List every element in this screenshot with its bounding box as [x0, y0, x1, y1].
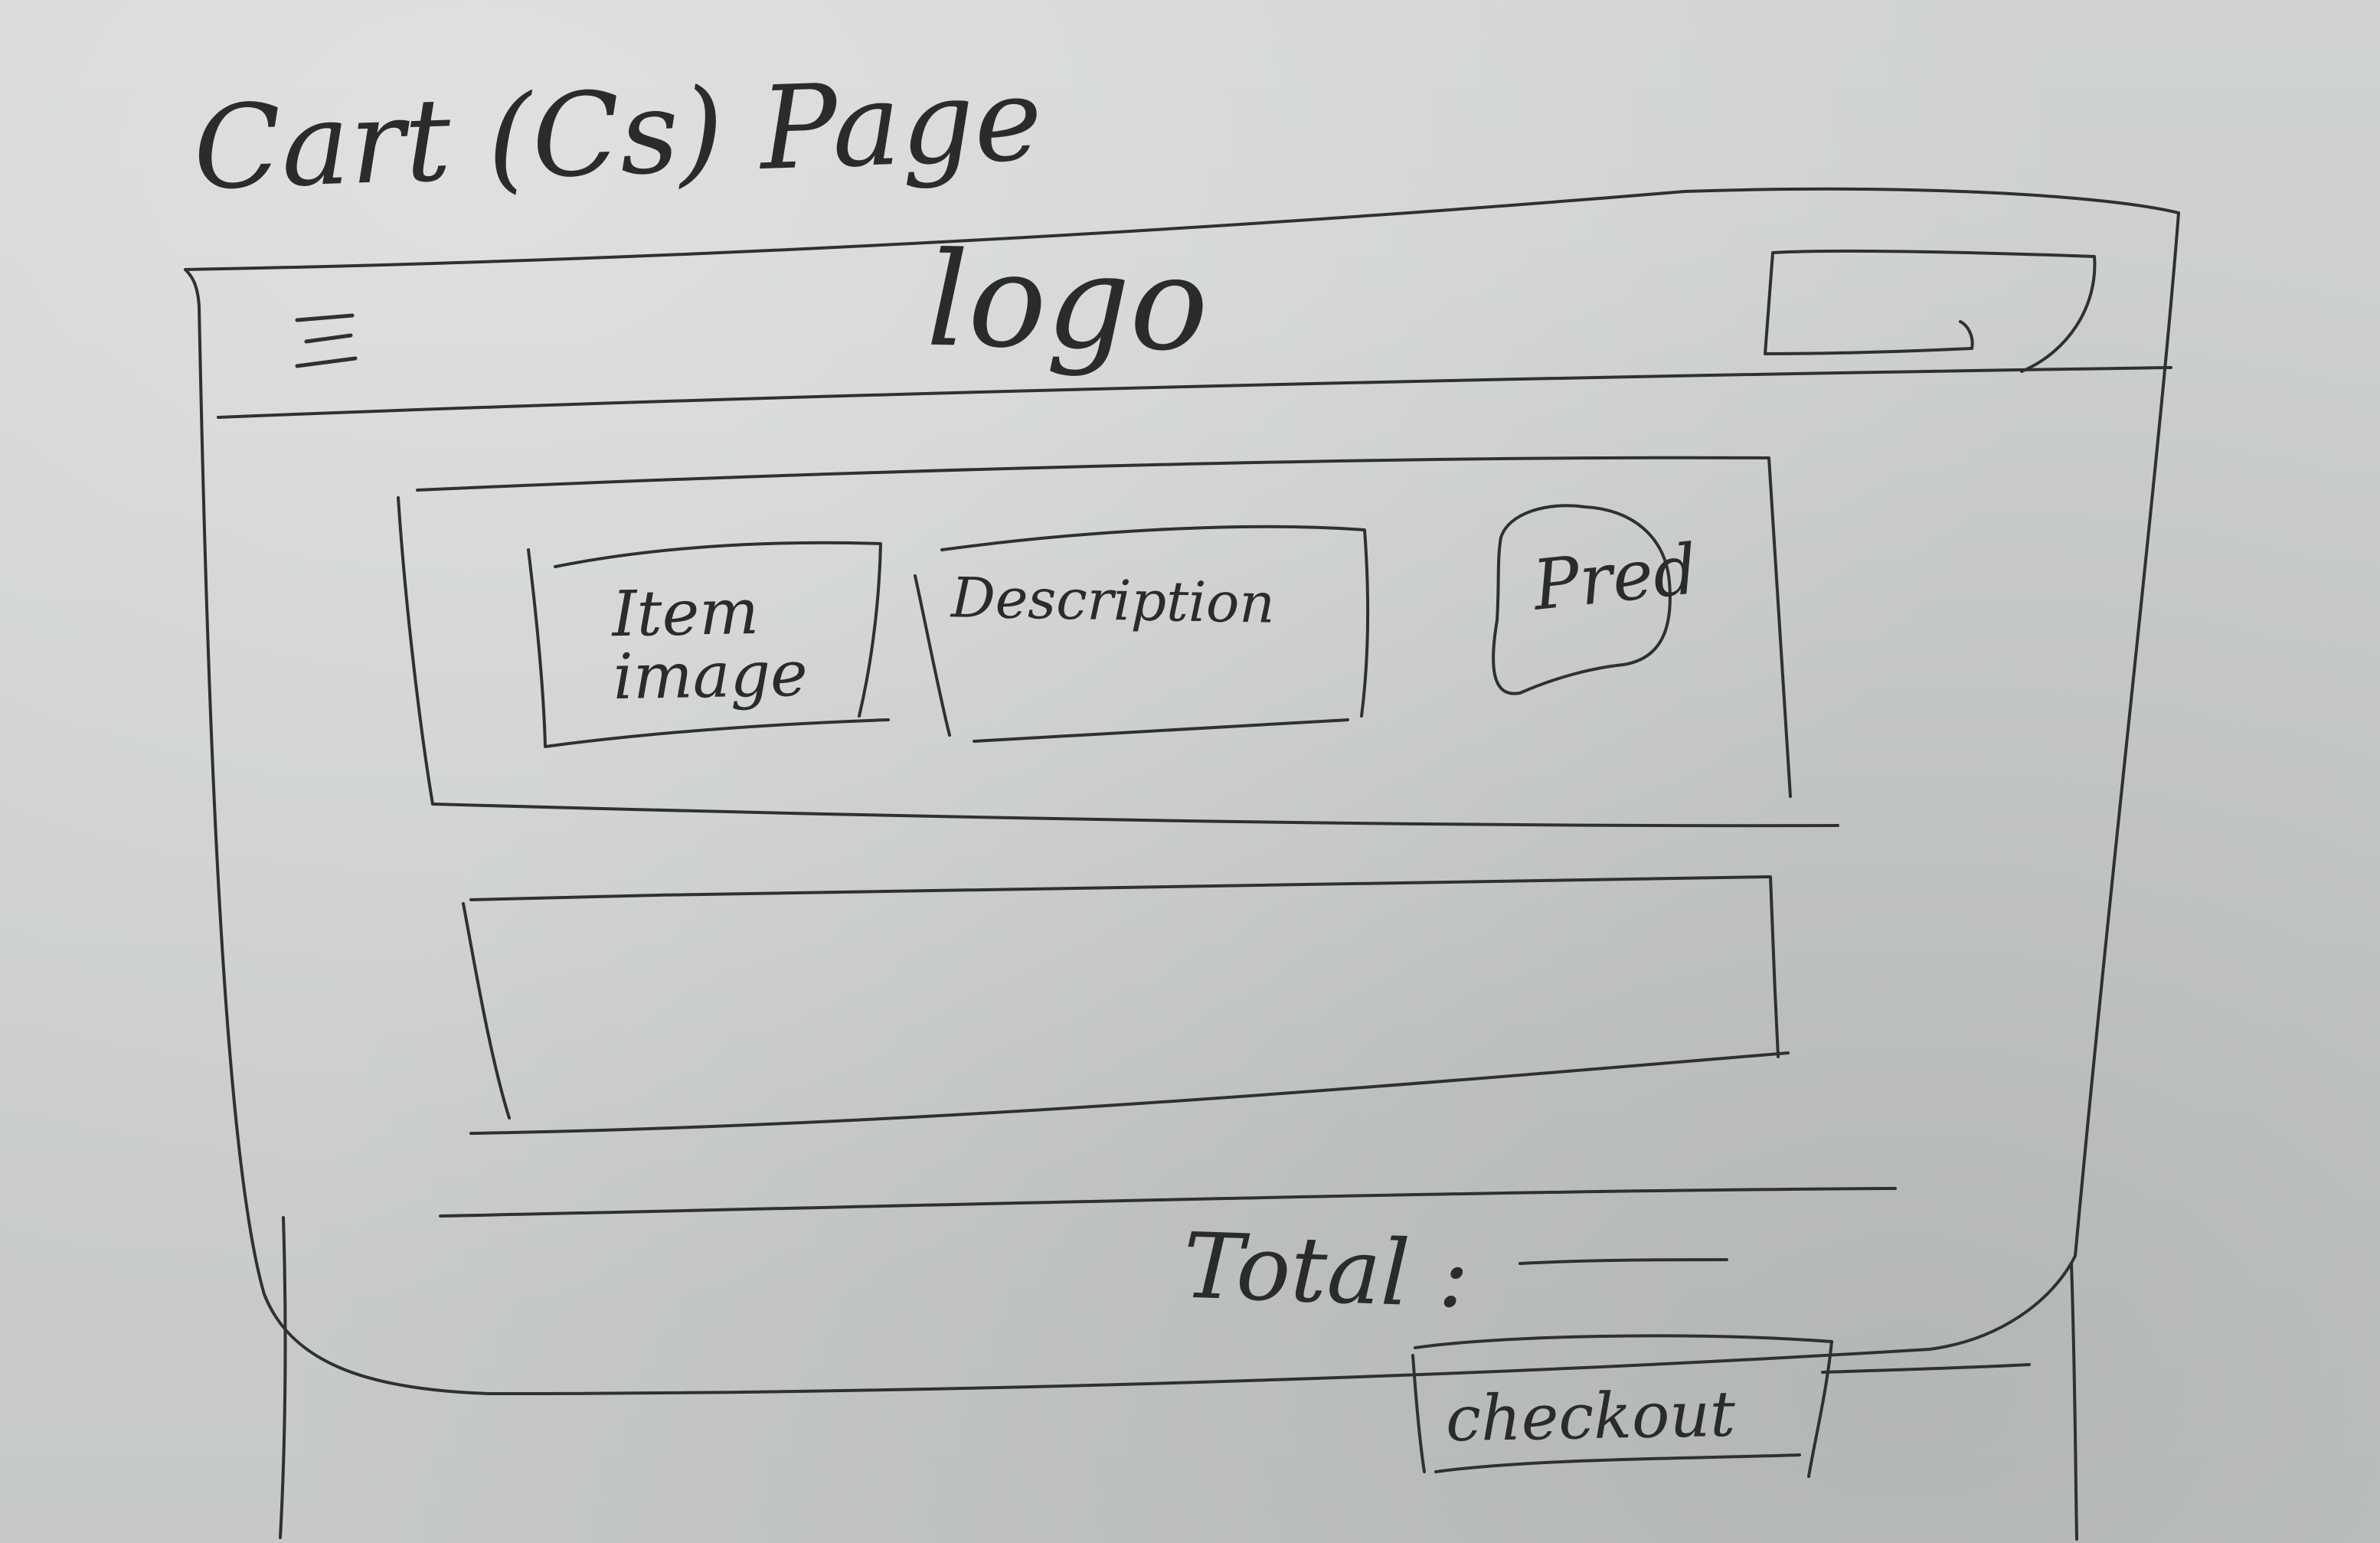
frame-left-leg: [279, 1216, 287, 1539]
cart-item-card-outline: [397, 456, 1839, 828]
hamburger-menu-icon[interactable]: [289, 305, 363, 378]
total-value: [1524, 1260, 1723, 1267]
header-divider: [217, 366, 2172, 419]
header-action-button[interactable]: [1760, 245, 2097, 361]
device-frame-outline: [184, 187, 2180, 1395]
checkout-button-outline: [1411, 1334, 1833, 1478]
price-pill-outline: [1492, 504, 1672, 695]
total-label: Total :: [1181, 1212, 1471, 1329]
description-box-outline: [914, 525, 1370, 743]
hamburger-menu-icon-graphic: [295, 313, 358, 368]
item-image-placeholder: Item image: [611, 575, 809, 714]
checkout-button-label: checkout: [1445, 1378, 1736, 1456]
item-price: Pred: [1529, 529, 1702, 626]
frame-right-leg: [2070, 1262, 2078, 1541]
item-image-box-outline: [527, 541, 890, 748]
page-title: Cart (Cs) Page: [191, 53, 1045, 216]
cart-item-placeholder-outline: [462, 875, 1790, 1135]
logo[interactable]: logo: [925, 224, 1210, 381]
bottom-line: [1821, 1363, 2031, 1374]
checkout-button[interactable]: checkout: [1409, 1344, 1838, 1482]
item-description: Description: [950, 565, 1276, 636]
summary-divider: [439, 1187, 1897, 1218]
cart-button-outline: [1764, 249, 2097, 373]
